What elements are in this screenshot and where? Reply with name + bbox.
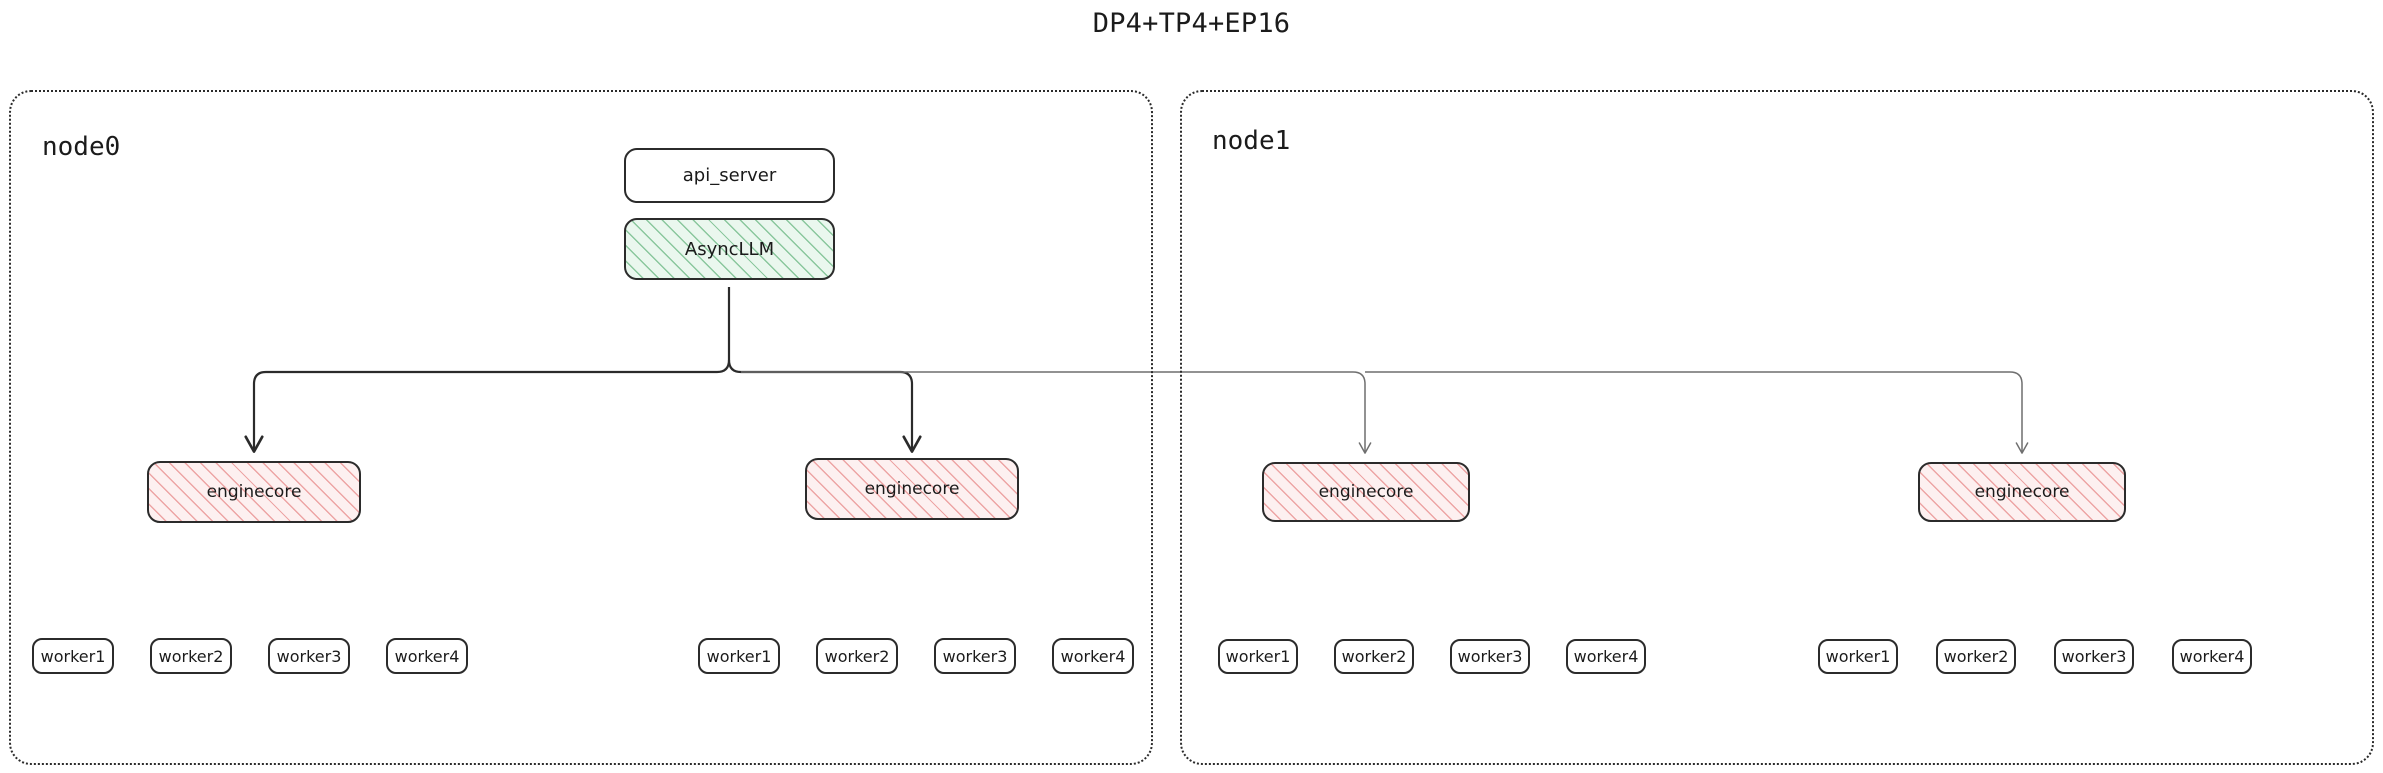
enginecore-box-node1-1[interactable]: enginecore [1262,462,1470,522]
worker-label: worker1 [706,646,772,666]
worker-label: worker3 [2061,647,2127,666]
worker-label: worker4 [2179,647,2245,666]
worker-box-node1-1-1[interactable]: worker1 [1218,639,1298,674]
worker-label: worker2 [158,646,224,666]
page-title: DP4+TP4+EP16 [1092,8,1291,39]
worker-box-node0-1-2[interactable]: worker2 [150,638,232,674]
worker-label: worker3 [942,646,1008,666]
worker-label: worker1 [1825,647,1891,666]
worker-box-node1-2-1[interactable]: worker1 [1818,639,1898,674]
worker-box-node1-2-3[interactable]: worker3 [2054,639,2134,674]
node-container-node1 [1180,90,2374,765]
worker-box-node1-1-4[interactable]: worker4 [1566,639,1646,674]
api-server-box[interactable]: api_server [624,148,835,203]
worker-box-node1-2-4[interactable]: worker4 [2172,639,2252,674]
node-label-node1: node1 [1212,126,1291,156]
worker-label: worker3 [1457,647,1523,666]
enginecore-label: enginecore [1974,482,2070,502]
enginecore-label: enginecore [1318,482,1414,502]
node-container-node0 [9,90,1153,765]
enginecore-box-node0-2[interactable]: enginecore [805,458,1019,520]
node-label-node0: node0 [42,132,121,162]
worker-box-node0-1-3[interactable]: worker3 [268,638,350,674]
worker-box-node1-1-3[interactable]: worker3 [1450,639,1530,674]
enginecore-box-node1-2[interactable]: enginecore [1918,462,2126,522]
enginecore-label: enginecore [864,479,960,499]
enginecore-label: enginecore [206,482,302,502]
worker-label: worker3 [276,646,342,666]
worker-label: worker1 [1225,647,1291,666]
worker-label: worker4 [1573,647,1639,666]
worker-box-node0-2-1[interactable]: worker1 [698,638,780,674]
worker-box-node0-1-1[interactable]: worker1 [32,638,114,674]
worker-label: worker2 [1341,647,1407,666]
worker-label: worker4 [1060,646,1126,666]
worker-label: worker2 [824,646,890,666]
worker-box-node1-2-2[interactable]: worker2 [1936,639,2016,674]
worker-box-node0-2-4[interactable]: worker4 [1052,638,1134,674]
worker-box-node0-2-2[interactable]: worker2 [816,638,898,674]
worker-label: worker4 [394,646,460,666]
worker-box-node0-1-4[interactable]: worker4 [386,638,468,674]
api-server-label: api_server [682,165,777,186]
worker-box-node0-2-3[interactable]: worker3 [934,638,1016,674]
async-llm-label: AsyncLLM [684,238,775,260]
worker-box-node1-1-2[interactable]: worker2 [1334,639,1414,674]
worker-label: worker1 [40,646,106,666]
worker-label: worker2 [1943,647,2009,666]
enginecore-box-node0-1[interactable]: enginecore [147,461,361,523]
async-llm-box[interactable]: AsyncLLM [624,218,835,280]
